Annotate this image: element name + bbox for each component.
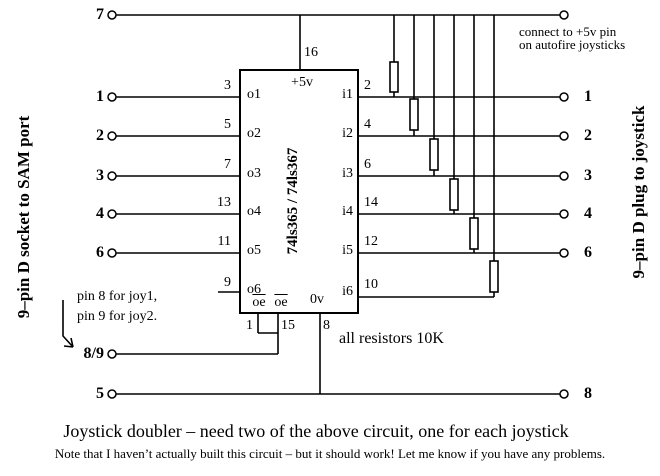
ic-port-i6: i6 <box>342 284 353 299</box>
resistor-3 <box>429 138 439 171</box>
arrow-to-89-pin <box>62 300 74 348</box>
terminal-sam-7 <box>107 10 117 20</box>
resistor-1 <box>389 61 399 93</box>
sam-pin-4: 4 <box>96 205 104 222</box>
ic-pin-10: 10 <box>364 277 378 292</box>
ic-ground-label: 0v <box>310 292 324 307</box>
terminal-joy-1 <box>559 92 569 102</box>
terminal-joy-4 <box>559 209 569 219</box>
terminal-sam-1 <box>107 92 117 102</box>
ic-port-i5: i5 <box>342 243 353 258</box>
terminal-sam-4 <box>107 209 117 219</box>
ic-part-number: 74ls365 / 74ls367 <box>285 147 301 255</box>
ic-pin-1: 1 <box>246 318 253 333</box>
ic-pin-5: 5 <box>224 117 231 132</box>
ic-pin-15: 15 <box>281 318 295 333</box>
ic-port-o6: o6 <box>247 282 261 297</box>
ic-port-i2: i2 <box>342 126 353 141</box>
resistor-2 <box>409 98 419 131</box>
ic-pin-9: 9 <box>224 275 231 290</box>
sam-pin-1: 1 <box>96 88 104 105</box>
diagram-title: Joystick doubler – need two of the above… <box>63 421 569 441</box>
terminal-sam-2 <box>107 131 117 141</box>
ic-pin-3: 3 <box>224 78 231 93</box>
terminal-joy-6 <box>559 248 569 258</box>
ic-pin-11: 11 <box>217 234 231 249</box>
ic-pin-14: 14 <box>364 195 378 210</box>
terminal-sam-3 <box>107 171 117 181</box>
ic-port-o2: o2 <box>247 126 261 141</box>
ic-port-o4: o4 <box>247 204 261 219</box>
resistor-6 <box>489 260 499 293</box>
joy-select-note-line1: pin 8 for joy1, <box>77 289 158 304</box>
terminal-joy-2 <box>559 131 569 141</box>
terminal-sam-5 <box>107 389 117 399</box>
resistor-5 <box>469 217 479 250</box>
ic-port-i1: i1 <box>342 87 353 102</box>
ic-oe-left-label: oe <box>252 295 266 310</box>
joy-pin-1: 1 <box>584 88 592 105</box>
sam-pin-89: 8/9 <box>83 345 104 362</box>
joystick-plug-label: 9–pin D plug to joystick <box>629 105 648 279</box>
ic-pin-12: 12 <box>364 234 378 249</box>
resistor-value-note: all resistors 10K <box>339 330 444 347</box>
joy-pin-2: 2 <box>584 127 592 144</box>
resistor-4 <box>449 178 459 211</box>
joy-pin-4: 4 <box>584 205 592 222</box>
ic-pin-7: 7 <box>224 157 231 172</box>
terminal-joy-5v <box>559 10 569 20</box>
ic-supply-label: +5v <box>291 75 313 90</box>
ic-port-o5: o5 <box>247 243 261 258</box>
ic-port-o3: o3 <box>247 166 261 181</box>
terminal-joy-3 <box>559 171 569 181</box>
sam-pin-5: 5 <box>96 385 104 402</box>
ic-oe-right-label: oe <box>274 295 288 310</box>
diagram-footnote: Note that I haven’t actually built this … <box>54 446 606 461</box>
autofire-note-line2: on autofire joysticks <box>519 37 626 52</box>
ic-body <box>239 69 359 314</box>
joy-pin-6: 6 <box>584 244 592 261</box>
ic-pin-13: 13 <box>217 195 231 210</box>
joy-pin-3: 3 <box>584 167 592 184</box>
ic-pin-2: 2 <box>364 78 371 93</box>
ic-pin-8: 8 <box>323 318 330 333</box>
sam-pin-7: 7 <box>96 6 104 23</box>
ic-pin-16: 16 <box>304 45 318 60</box>
sam-pin-3: 3 <box>96 167 104 184</box>
terminal-sam-89 <box>107 349 117 359</box>
autofire-note-line1: connect to +5v pin <box>519 24 617 39</box>
joy-select-note-line2: pin 9 for joy2. <box>77 309 158 324</box>
sam-pin-2: 2 <box>96 127 104 144</box>
ic-pin-6: 6 <box>364 157 371 172</box>
sam-port-label: 9–pin D socket to SAM port <box>14 115 33 319</box>
terminal-joy-8 <box>559 389 569 399</box>
joy-pin-8: 8 <box>584 385 592 402</box>
ic-port-i3: i3 <box>342 166 353 181</box>
ic-pin-4: 4 <box>364 117 371 132</box>
ic-port-i4: i4 <box>342 204 353 219</box>
terminal-sam-6 <box>107 248 117 258</box>
ic-port-o1: o1 <box>247 87 261 102</box>
sam-pin-6: 6 <box>96 244 104 261</box>
